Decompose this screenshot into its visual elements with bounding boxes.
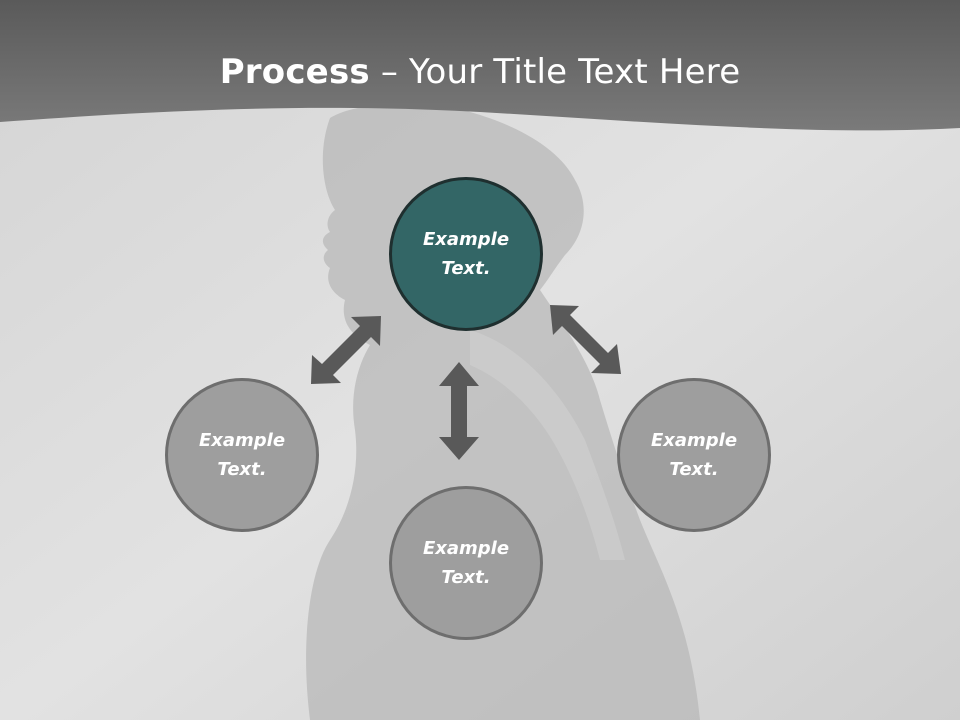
process-node-left[interactable]: Example Text. [165,378,319,532]
shoulder-highlight [470,330,625,560]
process-node-right[interactable]: Example Text. [617,378,771,532]
header-band [0,0,960,131]
process-node-right-label: Example Text. [650,430,738,480]
title-bold: Process [219,52,370,92]
process-node-bottom-label: Example Text. [422,538,510,588]
process-node-left-label: Example Text. [198,430,286,480]
process-node-bottom[interactable]: Example Text. [389,486,543,640]
process-node-top[interactable]: Example Text. [389,177,543,331]
process-node-top-label: Example Text. [422,229,510,279]
slide-title: Process – Your Title Text Here [0,52,960,92]
title-rest: – Your Title Text Here [369,52,741,92]
